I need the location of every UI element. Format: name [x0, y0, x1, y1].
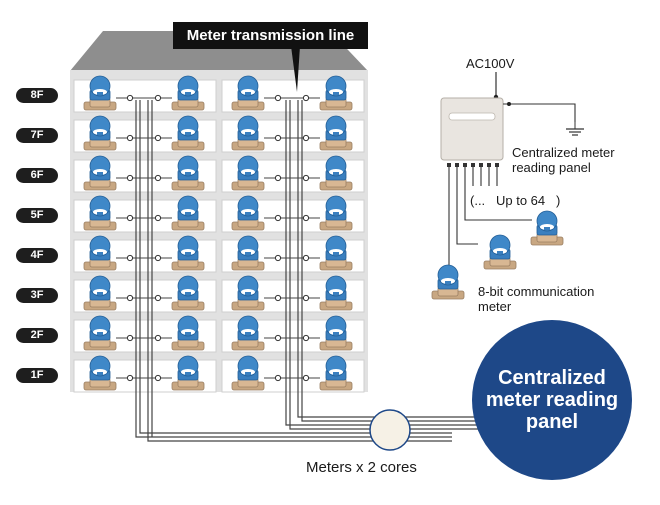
floor-badge-5f: 5F — [16, 208, 58, 223]
connector-node — [126, 94, 134, 102]
floor-badge-1f: 1F — [16, 368, 58, 383]
connector-node — [274, 254, 282, 262]
connector-node — [302, 254, 310, 262]
floor-badge-8f: 8F — [16, 88, 58, 103]
connector-node — [302, 294, 310, 302]
connector-node — [302, 334, 310, 342]
panel-label-line-2: reading panel — [512, 160, 591, 175]
connector-node — [302, 214, 310, 222]
connector-node — [274, 174, 282, 182]
water-meter-icon — [431, 264, 465, 300]
connector-node — [154, 294, 162, 302]
connector-node — [302, 94, 310, 102]
ground-icon — [565, 121, 585, 136]
connector-node — [154, 374, 162, 382]
meter-panel-icon — [440, 97, 504, 167]
connector-node — [154, 334, 162, 342]
comm-meter-label-line-1: 8-bit communication — [478, 284, 595, 299]
connector-node — [154, 94, 162, 102]
connector-node — [154, 214, 162, 222]
floor-badge-3f: 3F — [16, 288, 58, 303]
connector-node — [302, 174, 310, 182]
connector-node — [154, 254, 162, 262]
up-to-label: (... Up to 64 ) — [470, 193, 561, 208]
label-pointer — [291, 46, 300, 92]
connector-node — [126, 254, 134, 262]
central-panel-circle: Centralized meter reading panel — [472, 320, 632, 480]
central-panel-label: Centralized meter reading panel — [485, 367, 619, 433]
connector-node — [126, 174, 134, 182]
connector-node — [274, 374, 282, 382]
floor-badge-2f: 2F — [16, 328, 58, 343]
connector-node — [274, 214, 282, 222]
connector-node — [302, 134, 310, 142]
connector-node — [126, 334, 134, 342]
water-meter-icon — [483, 234, 517, 270]
comm-meter-label-line-2: meter — [478, 299, 512, 314]
connector-node — [274, 134, 282, 142]
connector-node — [126, 294, 134, 302]
panel-ground-node — [507, 102, 511, 106]
connector-node — [154, 174, 162, 182]
connector-node — [302, 374, 310, 382]
floor-badge-4f: 4F — [16, 248, 58, 263]
connector-node — [274, 294, 282, 302]
floor-badge-6f: 6F — [16, 168, 58, 183]
connector-node — [274, 334, 282, 342]
floor-badge-7f: 7F — [16, 128, 58, 143]
transmission-line-label: Meter transmission line — [173, 22, 368, 49]
connector-node — [126, 374, 134, 382]
cores-label: Meters x 2 cores — [306, 459, 417, 476]
transmission-wires — [135, 100, 480, 442]
power-label: AC100V — [466, 56, 515, 71]
connector-node — [126, 134, 134, 142]
water-meter-icon — [530, 210, 564, 246]
connector-node — [154, 134, 162, 142]
panel-output-lines — [448, 103, 576, 278]
meter-connectors — [116, 94, 320, 382]
panel-label-line-1: Centralized meter — [512, 145, 615, 160]
connector-node — [274, 94, 282, 102]
connector-node — [126, 214, 134, 222]
cable-bundle-circle — [369, 409, 411, 451]
